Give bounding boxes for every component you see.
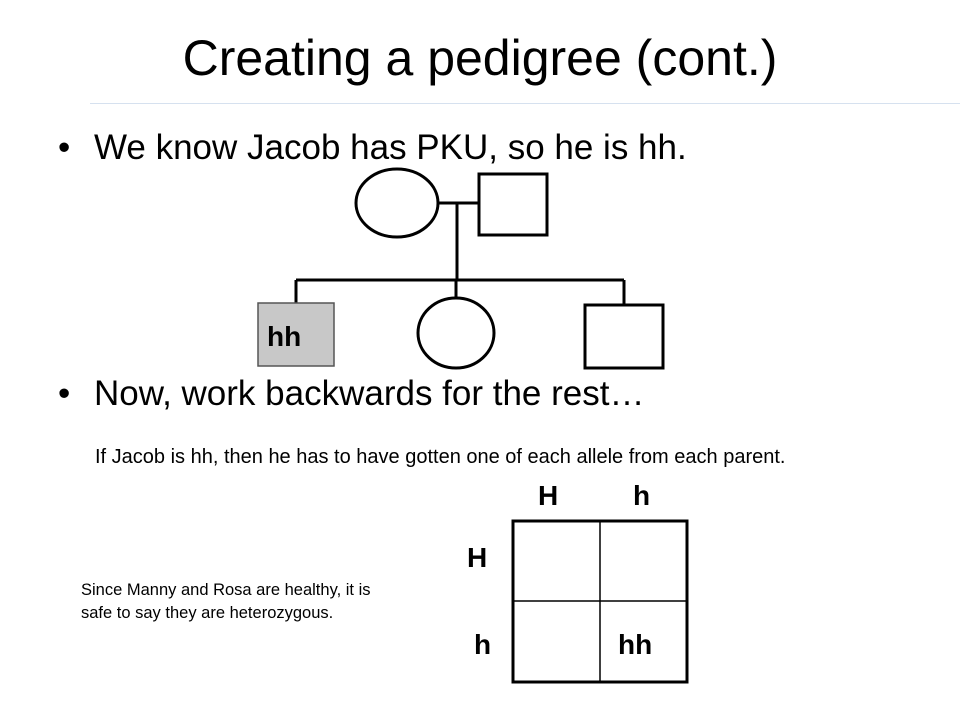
punnett-side-allele-2: h [474,629,492,660]
bullet-dot: • [58,374,71,413]
side-note-text: Since Manny and Rosa are healthy, it is … [81,581,371,622]
father-square [477,172,549,237]
bullet-text: We know Jacob has PKU, so he is hh. [94,128,687,167]
pedigree-chart [257,167,665,370]
punnett-top-allele-2: h [633,480,651,511]
jacob-genotype-label: hh [267,321,302,352]
punnett-side-allele-1: H [467,542,488,573]
daughter-circle [416,296,496,370]
slide-title: Creating a pedigree (cont.) [182,30,778,86]
punnett-cell-hh: hh [618,629,653,660]
bullet-jacob-has-pku: • We know Jacob has PKU, so he is hh. [58,128,687,168]
bullet-dot: • [58,128,71,167]
son-square [583,303,665,370]
bullet-work-backwards: • Now, work backwards for the rest… [58,374,644,414]
punnett-top-allele-1: H [538,480,559,511]
punnett-square [511,519,689,684]
jacob-square [257,302,335,367]
title-divider [90,103,960,104]
mother-circle [354,167,440,239]
explanation-text: If Jacob is hh, then he has to have gott… [95,446,786,468]
bullet-text: Now, work backwards for the rest… [94,374,645,413]
